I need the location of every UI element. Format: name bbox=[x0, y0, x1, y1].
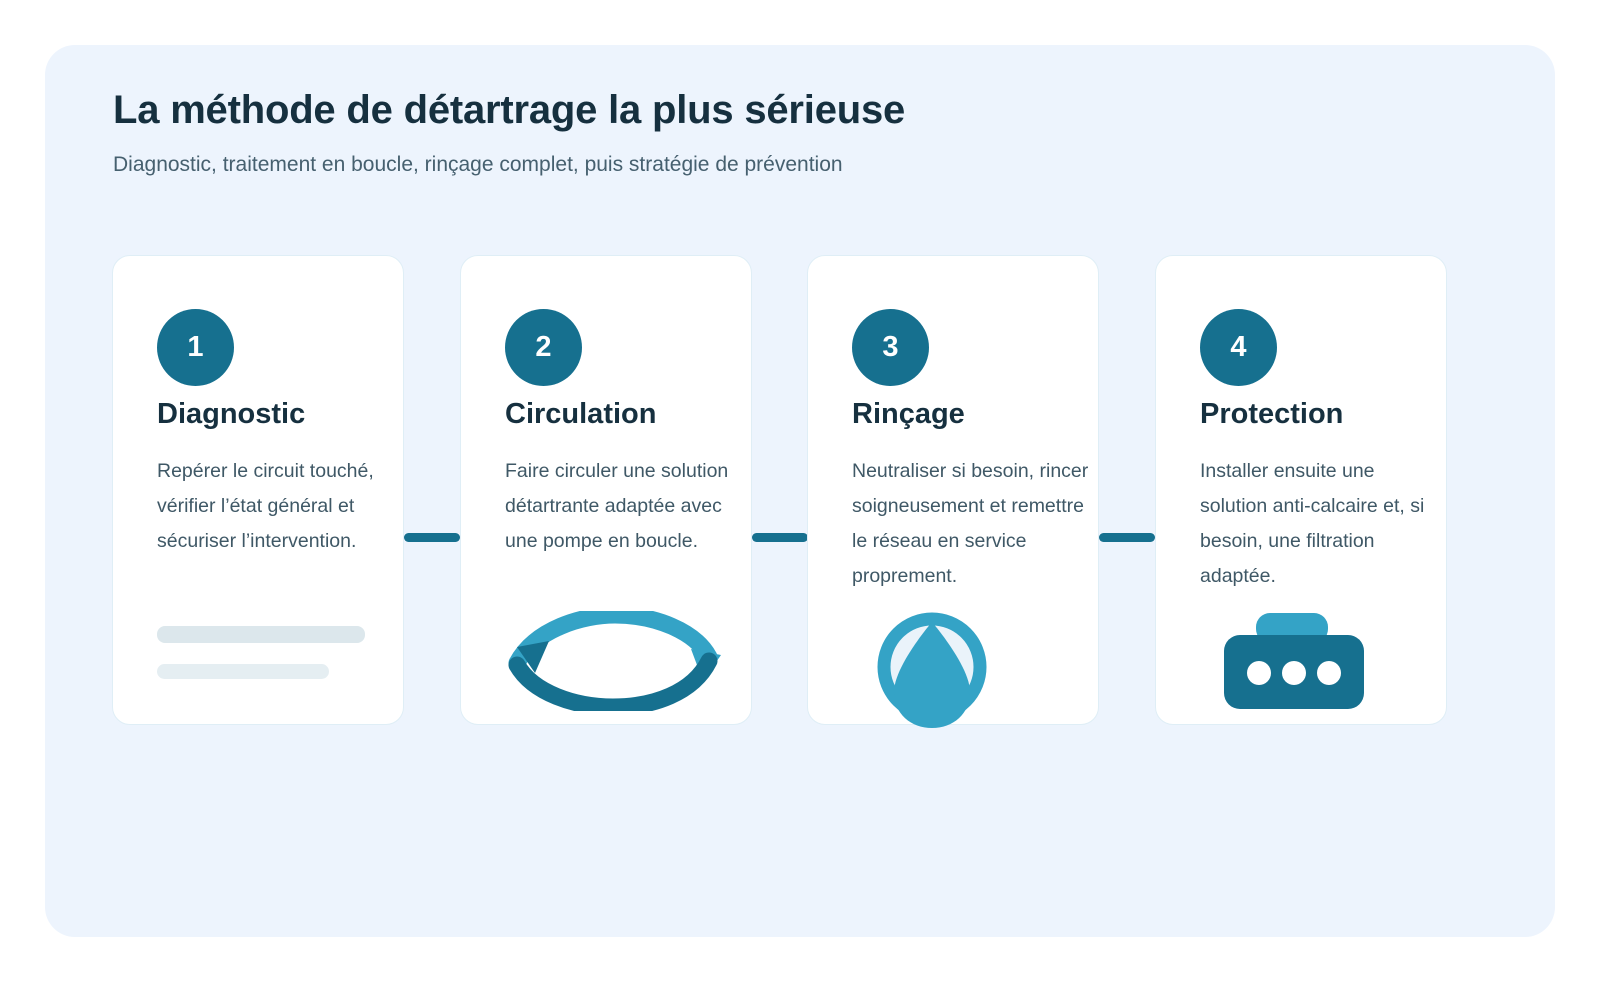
step-card-diagnostic: 1 Diagnostic Repérer le circuit touché, … bbox=[112, 255, 404, 725]
step-title: Circulation bbox=[505, 398, 657, 430]
step-title: Diagnostic bbox=[157, 398, 306, 430]
step-description: Faire circuler une solution détartrante … bbox=[505, 460, 729, 552]
connector-step-3-to-4 bbox=[1099, 533, 1155, 542]
step-number-badge: 3 bbox=[852, 309, 929, 386]
step-number-badge: 4 bbox=[1200, 309, 1277, 386]
water-filter-cartridge-icon bbox=[1200, 611, 1448, 731]
connector-step-1-to-2 bbox=[404, 533, 460, 542]
step-card-rincage: 3 Rinçage Neutraliser si besoin, rincer … bbox=[807, 255, 1099, 728]
step-description: Neutraliser si besoin, rincer soigneusem… bbox=[852, 460, 1089, 587]
step-card-protection: 4 Protection Installer ensuite une solut… bbox=[1155, 255, 1447, 725]
infographic-panel: La méthode de détartrage la plus sérieus… bbox=[45, 45, 1555, 937]
step-description: Repérer le circuit touché, vérifier l’ét… bbox=[157, 460, 374, 552]
step-title: Protection bbox=[1200, 398, 1344, 430]
step-card-circulation: 2 Circulation Faire circuler une solutio… bbox=[460, 255, 752, 725]
connector-step-2-to-3 bbox=[752, 533, 808, 542]
skeleton-line-short bbox=[157, 664, 329, 679]
step-number-badge: 1 bbox=[157, 309, 234, 386]
skeleton-line-long bbox=[157, 626, 365, 643]
page-subtitle: Diagnostic, traitement en boucle, rinçag… bbox=[113, 153, 843, 176]
step-description: Installer ensuite une solution anti-calc… bbox=[1200, 460, 1425, 587]
page-title: La méthode de détartrage la plus sérieus… bbox=[113, 88, 906, 132]
water-droplet-icon bbox=[852, 611, 1100, 731]
steps-row: 1 Diagnostic Repérer le circuit touché, … bbox=[112, 255, 1478, 728]
step-title: Rinçage bbox=[852, 398, 965, 430]
step-number-badge: 2 bbox=[505, 309, 582, 386]
circulation-loop-arrows-icon bbox=[505, 611, 753, 731]
skeleton-lines-icon bbox=[157, 611, 405, 731]
